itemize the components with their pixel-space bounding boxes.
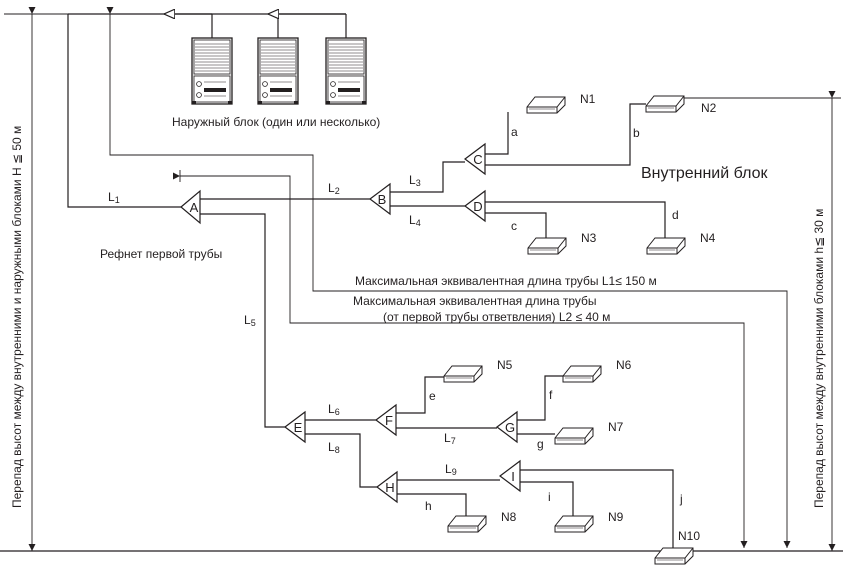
indoor-unit-n8	[447, 515, 487, 533]
label-pipe-f: f	[549, 388, 553, 402]
label-pipe-a: a	[511, 125, 518, 139]
label-n10: N10	[678, 529, 700, 543]
pipe-l5	[196, 213, 290, 428]
max-length-l2-line	[172, 172, 748, 548]
pipe-d	[485, 201, 666, 240]
label-pipe-e: e	[429, 389, 436, 403]
pipe-l3	[390, 161, 465, 193]
pipe-l8	[305, 433, 377, 488]
indoor-unit-caption: Внутренний блок	[641, 165, 768, 182]
indoor-unit-n3	[527, 237, 567, 255]
label-n8: N8	[501, 510, 517, 524]
label-pipe-i: i	[548, 490, 551, 504]
joint-g-label: G	[505, 420, 515, 435]
outdoor-unit-3	[325, 37, 367, 105]
pipe-a	[485, 112, 509, 155]
label-l4: L4	[409, 213, 421, 228]
branch-joint-b: B	[369, 182, 391, 216]
label-n2: N2	[701, 101, 717, 115]
outdoor-unit-caption: Наружный блок (один или несколько)	[172, 115, 380, 129]
branch-joint-h: H	[376, 470, 398, 504]
joint-d-label: D	[473, 199, 482, 214]
label-l9: L9	[445, 462, 457, 477]
label-l3: L3	[409, 173, 421, 188]
label-l6: L6	[328, 402, 340, 417]
indoor-unit-n6	[562, 365, 602, 383]
outdoor-unit-1	[191, 37, 233, 105]
label-pipe-h: h	[425, 499, 432, 513]
label-pipe-g: g	[537, 437, 544, 451]
label-n3: N3	[581, 231, 597, 245]
label-l7: L7	[444, 431, 456, 446]
indoor-unit-n7	[554, 427, 594, 445]
pipe-f	[517, 375, 563, 421]
max-length-l1-caption: Максимальная эквивалентная длина трубы L…	[355, 274, 657, 288]
label-l5: L5	[244, 313, 256, 328]
indoor-unit-n2	[645, 95, 685, 113]
label-l1: L1	[108, 190, 120, 205]
joint-a-label: A	[190, 200, 199, 215]
branch-joint-f: F	[375, 403, 397, 437]
indoor-unit-n10	[654, 547, 694, 565]
indoor-unit-n4	[646, 237, 686, 255]
label-n7: N7	[608, 420, 624, 434]
label-l2: L2	[328, 181, 340, 196]
branch-joint-d: D	[464, 189, 486, 223]
label-n9: N9	[608, 510, 624, 524]
branch-joint-i: I	[499, 459, 521, 493]
max-length-l2-caption-2: (от первой трубы ответвления) L2 ≤ 40 м	[383, 310, 610, 324]
label-pipe-c: c	[511, 219, 517, 233]
joint-c-label: C	[473, 152, 482, 167]
branch-joint-c: C	[464, 142, 486, 176]
max-length-l2-caption-1: Максимальная эквивалентная длина трубы	[353, 294, 597, 308]
label-pipe-j: j	[679, 492, 683, 506]
label-n1: N1	[580, 92, 596, 106]
joint-i-label: I	[511, 469, 515, 484]
label-n5: N5	[497, 358, 513, 372]
label-pipe-d: d	[672, 208, 679, 222]
label-n4: N4	[700, 231, 716, 245]
pipe-i	[520, 481, 574, 518]
pipe-b	[485, 103, 646, 166]
pipe-c	[485, 212, 547, 240]
branch-joint-e: E	[284, 410, 306, 444]
joint-e-label: E	[294, 420, 303, 435]
height-h-caption: Перепад высот между внутренними и наружн…	[10, 126, 24, 508]
joint-f-label: F	[385, 413, 393, 428]
indoor-unit-n5	[443, 365, 483, 383]
first-branch-caption: Рефнет первой трубы	[100, 247, 222, 261]
pipe-h	[397, 493, 467, 518]
branch-joint-a: A	[180, 189, 201, 225]
pipe-j	[520, 469, 674, 548]
pipe-e	[396, 376, 444, 414]
label-n6: N6	[616, 358, 632, 372]
indoor-unit-n1	[526, 96, 566, 114]
label-pipe-b: b	[633, 126, 640, 140]
indoor-unit-n9	[554, 515, 594, 533]
joint-b-label: B	[378, 192, 387, 207]
outdoor-unit-2	[257, 37, 299, 105]
label-l8: L8	[328, 440, 340, 455]
branch-joint-g: G	[496, 410, 518, 444]
height-h-small-caption: Перепад высот между внутренними блоками …	[812, 209, 826, 508]
joint-h-label: H	[385, 480, 394, 495]
pipe-l1	[67, 14, 181, 208]
